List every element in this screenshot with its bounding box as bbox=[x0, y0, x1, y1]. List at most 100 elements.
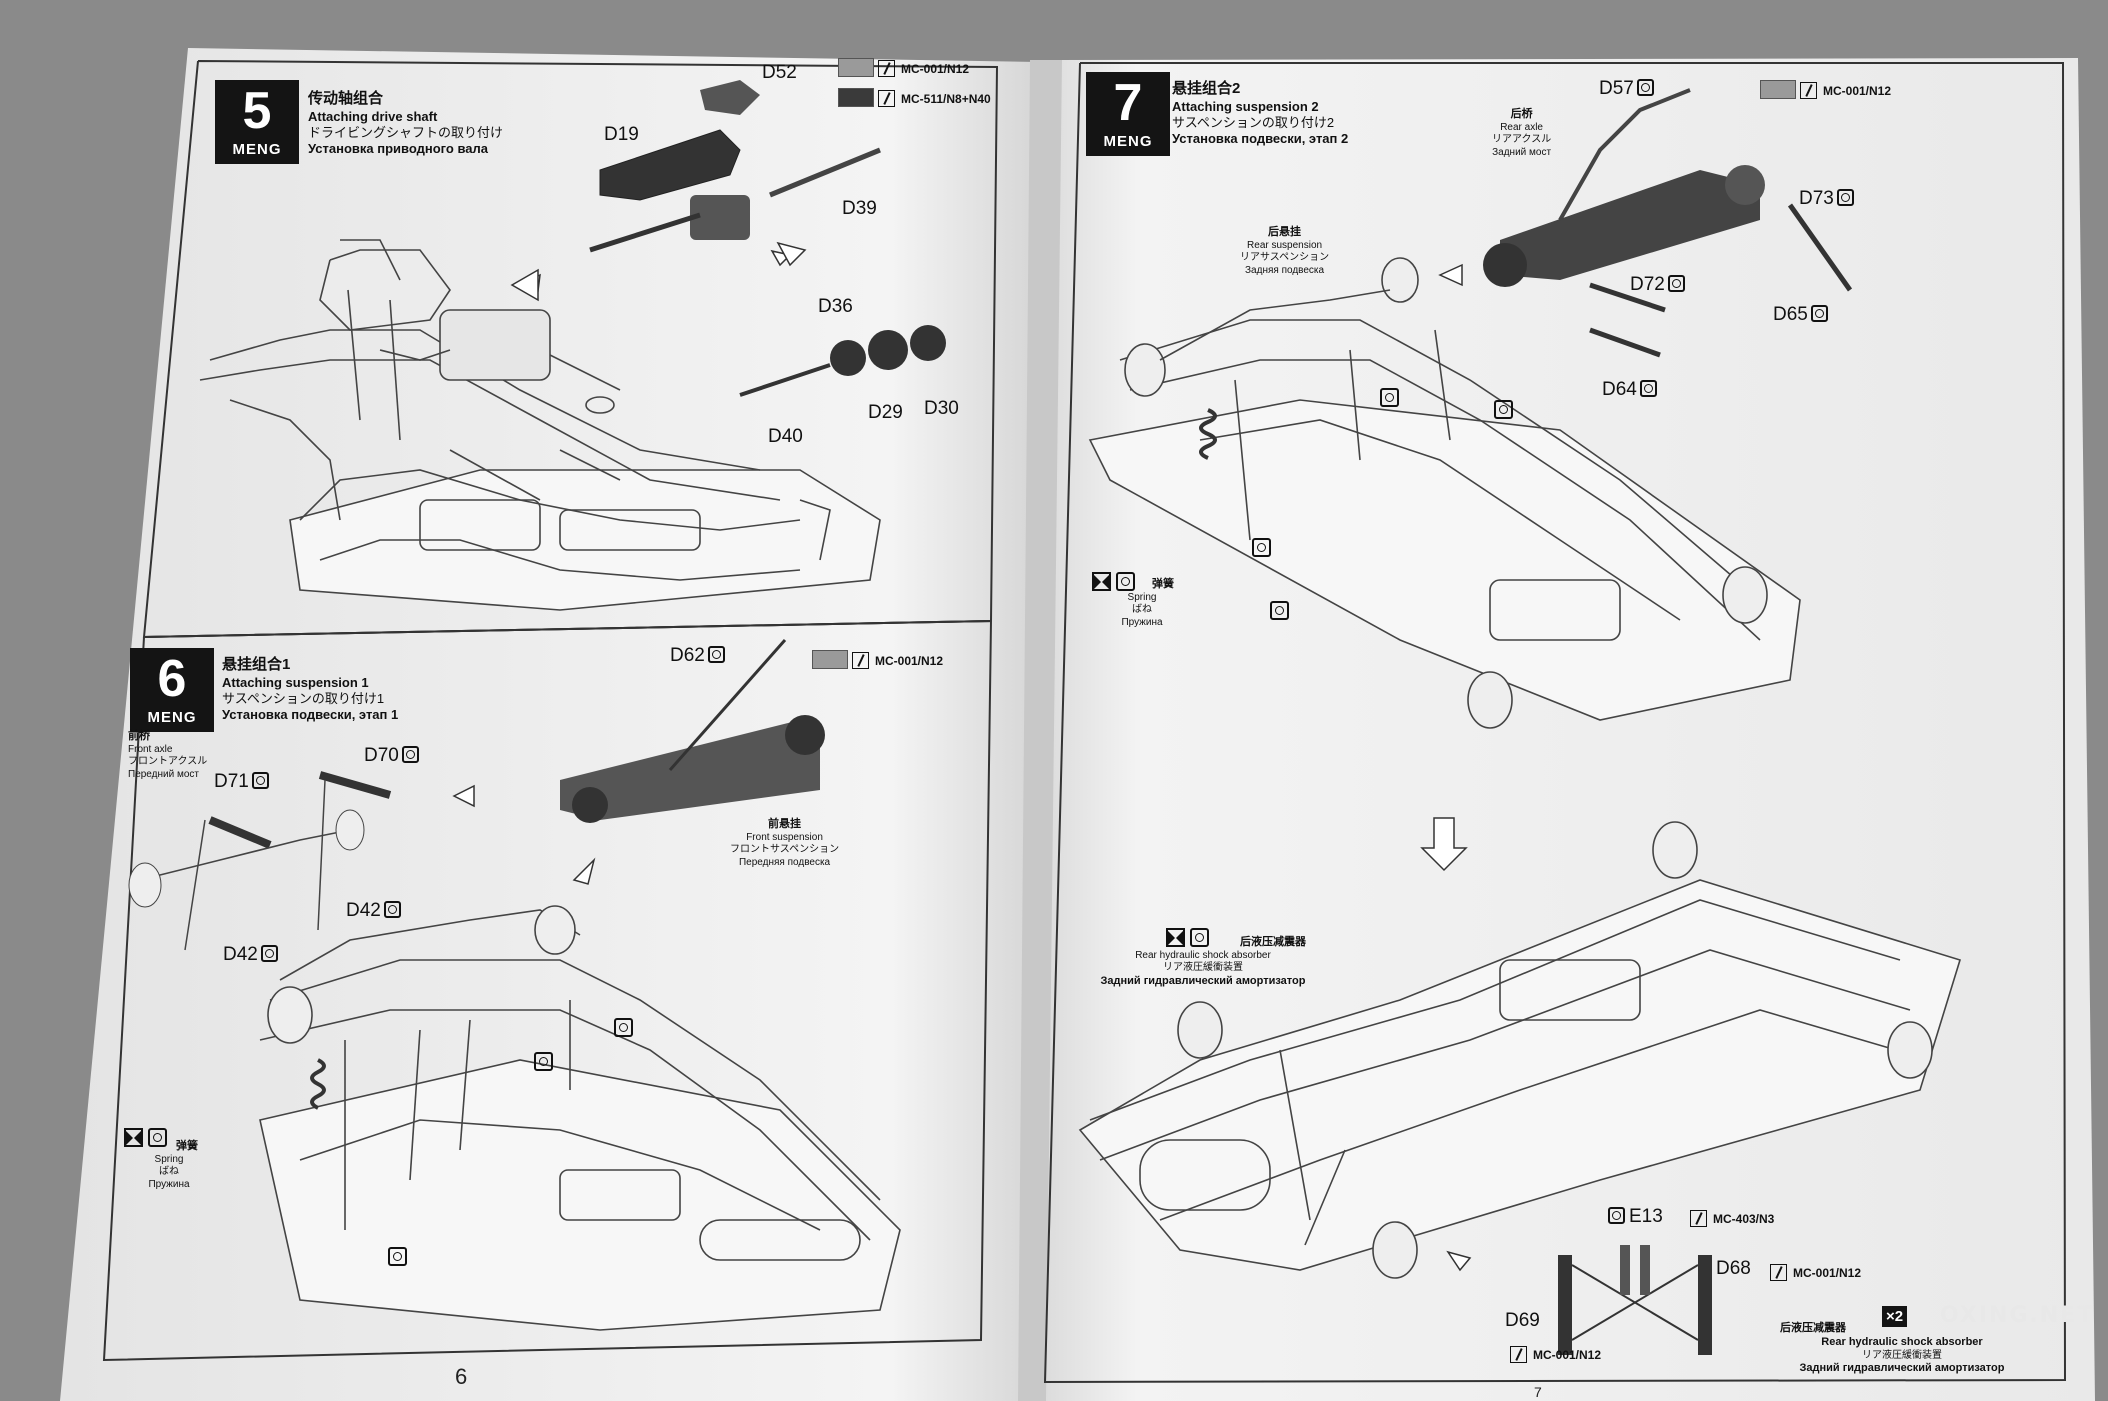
cement-icon bbox=[1636, 79, 1654, 96]
spring-label: 弹簧 Spring ばね Пружина bbox=[148, 1140, 198, 1190]
cement-icon bbox=[707, 646, 725, 663]
brand-logo: MENG bbox=[232, 141, 282, 158]
brush-icon bbox=[878, 60, 895, 77]
part-label: D72 bbox=[1630, 274, 1685, 296]
part-label: D30 bbox=[924, 398, 959, 419]
front-suspension-label: 前悬挂 Front suspension フロントサスペンション Передня… bbox=[730, 818, 840, 868]
title-jp: サスペンションの取り付け2 bbox=[1172, 115, 1335, 130]
step7-chassis-drawing bbox=[1088, 257, 1801, 729]
step7-badge: 7 MENG bbox=[1086, 72, 1170, 156]
brush-icon bbox=[1770, 1264, 1787, 1281]
title-jp: サスペンションの取り付け1 bbox=[222, 691, 385, 706]
cement-icon bbox=[383, 901, 401, 918]
brush-icon bbox=[1510, 1346, 1527, 1363]
part-label: D70 bbox=[364, 745, 419, 767]
shock-paint-3: MC-001/N12 bbox=[1510, 1346, 1601, 1363]
step6-paint-1: MC-001/N12 bbox=[812, 650, 943, 669]
page-number-left: 6 bbox=[455, 1364, 468, 1389]
step5-exploded-parts bbox=[510, 80, 946, 397]
cement-icon bbox=[260, 945, 278, 962]
step-number: 7 bbox=[1113, 74, 1143, 132]
shock-icon bbox=[1166, 928, 1185, 947]
part-label: D64 bbox=[1602, 379, 1657, 401]
part-label: D68 bbox=[1716, 1258, 1751, 1279]
title-en: Attaching drive shaft bbox=[308, 108, 438, 124]
brand-logo: MENG bbox=[147, 709, 197, 726]
step6-badge: 6 MENG bbox=[130, 648, 214, 732]
step6-panel-border bbox=[102, 619, 993, 1362]
step5-chassis-drawing bbox=[199, 239, 881, 611]
title-cn: 传动轴组合 bbox=[308, 90, 384, 107]
part-label: D40 bbox=[768, 426, 803, 447]
step6-chassis-drawing bbox=[259, 905, 901, 1331]
part-label: D42 bbox=[223, 944, 278, 966]
watermark: OXING.NET bbox=[1940, 1303, 2095, 1328]
paint-swatch bbox=[838, 58, 874, 77]
part-label: D29 bbox=[868, 402, 903, 423]
title-en: Attaching suspension 1 bbox=[222, 674, 369, 690]
step5-badge: 5 MENG bbox=[215, 80, 299, 164]
title-cn: 悬挂组合2 bbox=[1172, 80, 1241, 97]
brush-icon bbox=[1800, 82, 1817, 99]
part-label: D57 bbox=[1599, 78, 1654, 100]
part-label: D73 bbox=[1799, 188, 1854, 210]
left-page bbox=[60, 48, 1038, 1401]
title-ru: Установка приводного вала bbox=[308, 141, 488, 157]
cement-icon bbox=[1810, 305, 1828, 322]
rear-suspension-label: 后悬挂 Rear suspension リアサスペンション Задняя под… bbox=[1240, 226, 1330, 276]
title-ru: Установка подвески, этап 1 bbox=[222, 707, 399, 723]
shock-absorber-parts bbox=[1558, 1245, 1712, 1355]
part-label: D42 bbox=[346, 900, 401, 922]
cement-icon bbox=[1380, 388, 1399, 407]
front-axle-label: 前桥 Front axle フロントアクスル Передний мост bbox=[128, 730, 208, 780]
paint-swatch bbox=[838, 88, 874, 107]
cement-icon bbox=[534, 1052, 553, 1071]
rear-shock-label: 后液压减震器 Rear hydraulic shock absorber リア液… bbox=[1100, 936, 1307, 987]
step7-lower-chassis-drawing bbox=[1078, 821, 1961, 1279]
brush-icon bbox=[852, 652, 869, 669]
cement-icon bbox=[401, 746, 419, 763]
step-number: 5 bbox=[242, 82, 272, 140]
spring-label: 弹簧 Spring ばね Пружина bbox=[1121, 578, 1174, 628]
part-label: D71 bbox=[214, 771, 269, 793]
page-number-right: 7 bbox=[1534, 1384, 1542, 1400]
title-jp: ドライビングシャフトの取り付け bbox=[308, 125, 504, 140]
step7-exploded-parts bbox=[1438, 88, 1853, 358]
step5-paint-2: MC-511/N8+N40 bbox=[838, 88, 991, 107]
step6-title: 悬挂组合1 Attaching suspension 1 サスペンションの取り付… bbox=[222, 656, 398, 724]
cement-icon bbox=[1252, 538, 1271, 557]
shock-paint-1: MC-403/N3 bbox=[1690, 1210, 1774, 1227]
rear-shock-detail-label: 后液压减震器 Rear hydraulic shock absorber リア液… bbox=[1780, 1322, 2005, 1374]
step6-exploded-parts bbox=[128, 639, 825, 951]
step7-title: 悬挂组合2 Attaching suspension 2 サスペンションの取り付… bbox=[1172, 80, 1348, 148]
part-label: D36 bbox=[818, 296, 853, 317]
brush-icon bbox=[1690, 1210, 1707, 1227]
cement-icon bbox=[251, 772, 269, 789]
title-ru: Установка подвески, этап 2 bbox=[1172, 131, 1349, 147]
paint-swatch bbox=[812, 650, 848, 669]
part-label: D19 bbox=[604, 124, 639, 145]
spring-icon bbox=[124, 1128, 143, 1147]
cement-icon bbox=[1190, 928, 1209, 947]
part-label: D62 bbox=[670, 645, 725, 667]
cement-icon bbox=[1836, 189, 1854, 206]
brush-icon bbox=[878, 90, 895, 107]
cement-icon bbox=[1494, 400, 1513, 419]
step7-panel-border bbox=[1043, 62, 2067, 1384]
spring-icon bbox=[1092, 572, 1111, 591]
title-en: Attaching suspension 2 bbox=[1172, 98, 1319, 114]
part-label: D39 bbox=[842, 198, 877, 219]
cement-icon bbox=[1608, 1207, 1625, 1224]
quantity-badge: ×2 bbox=[1882, 1306, 1908, 1327]
cement-icon bbox=[148, 1128, 167, 1147]
cement-icon bbox=[614, 1018, 633, 1037]
step-number: 6 bbox=[157, 650, 187, 708]
part-label: D52 bbox=[762, 62, 797, 83]
cement-icon bbox=[1270, 601, 1289, 620]
shock-paint-2: MC-001/N12 bbox=[1770, 1264, 1861, 1281]
cement-icon bbox=[388, 1247, 407, 1266]
cement-icon bbox=[1116, 572, 1135, 591]
step5-title: 传动轴组合 Attaching drive shaft ドライビングシャフトの取… bbox=[308, 90, 503, 158]
step7-paint-1: MC-001/N12 bbox=[1760, 80, 1891, 99]
brand-logo: MENG bbox=[1103, 133, 1153, 150]
